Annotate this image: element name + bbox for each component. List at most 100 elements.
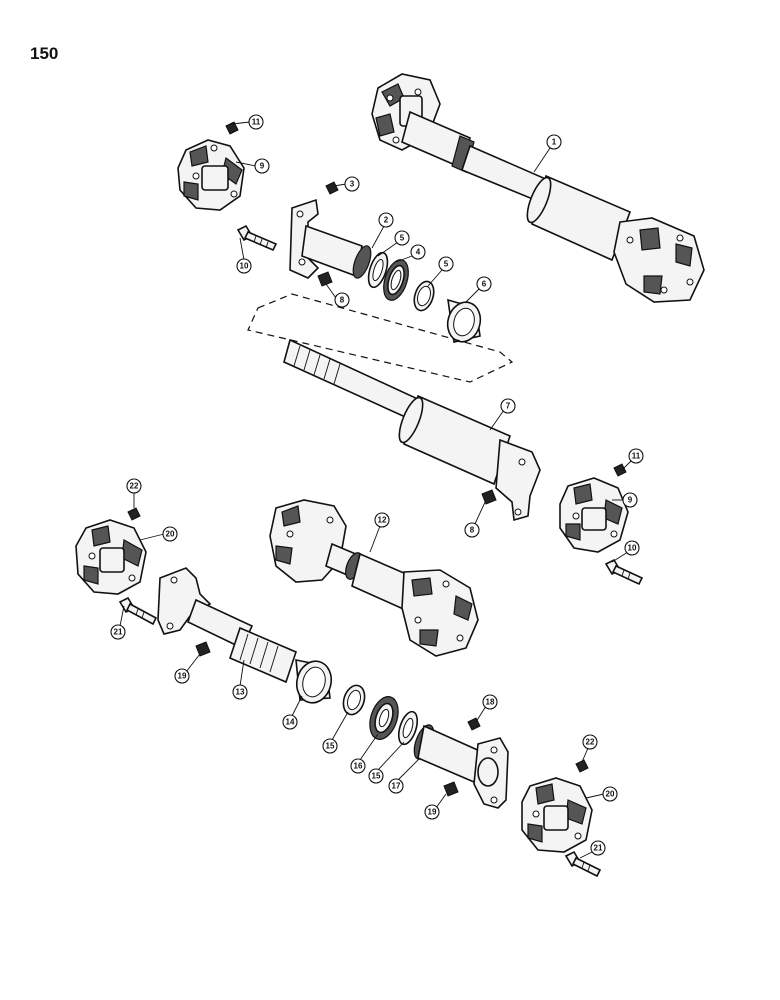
svg-text:21: 21 xyxy=(594,844,603,853)
callout-13: 13 xyxy=(232,684,248,700)
svg-text:14: 14 xyxy=(286,718,295,727)
callout-10-lower: 10 xyxy=(624,540,640,556)
callout-9-upper: 9 xyxy=(254,158,270,174)
callout-15-right: 15 xyxy=(368,768,384,784)
slip-yoke-2 xyxy=(289,198,372,279)
svg-text:3: 3 xyxy=(350,180,355,189)
svg-text:9: 9 xyxy=(628,496,633,505)
callout-3: 3 xyxy=(344,176,360,192)
callout-5-far: 5 xyxy=(438,256,454,272)
callout-12: 12 xyxy=(374,512,390,528)
bolt-21-left xyxy=(118,596,158,626)
svg-text:10: 10 xyxy=(628,544,637,553)
grease-fitting-18 xyxy=(467,717,481,731)
universal-joint-cross-9-lower xyxy=(559,477,629,553)
callout-7: 7 xyxy=(500,398,516,414)
grease-fitting-11-lower xyxy=(613,463,627,477)
callout-1: 1 xyxy=(546,134,562,150)
sleeve-6 xyxy=(446,298,482,343)
svg-text:22: 22 xyxy=(130,482,139,491)
svg-text:15: 15 xyxy=(372,772,381,781)
grease-fitting-22-left xyxy=(127,507,141,521)
callout-17: 17 xyxy=(388,778,404,794)
callout-14: 14 xyxy=(282,714,298,730)
svg-text:10: 10 xyxy=(240,262,249,271)
svg-text:4: 4 xyxy=(416,248,421,257)
svg-text:6: 6 xyxy=(482,280,487,289)
svg-text:19: 19 xyxy=(178,672,187,681)
svg-text:20: 20 xyxy=(166,530,175,539)
svg-text:2: 2 xyxy=(384,216,389,225)
seal-15-right xyxy=(397,710,419,746)
callout-18: 18 xyxy=(482,694,498,710)
callout-5-near: 5 xyxy=(394,230,410,246)
svg-text:19: 19 xyxy=(428,808,437,817)
grease-fitting-11-upper xyxy=(225,121,239,135)
drive-shaft-assembly-12 xyxy=(269,499,479,657)
washer-5-far xyxy=(413,280,435,312)
svg-text:18: 18 xyxy=(486,698,495,707)
bearing-16 xyxy=(369,696,399,740)
svg-text:12: 12 xyxy=(378,516,387,525)
callout-9-lower: 9 xyxy=(622,492,638,508)
washer-15-left xyxy=(342,684,366,716)
callout-11-upper: 11 xyxy=(248,114,264,130)
grease-fitting-3 xyxy=(325,181,339,195)
universal-joint-cross-20-right xyxy=(521,777,593,853)
grease-fitting-8-mid xyxy=(481,489,497,505)
callout-21-right: 21 xyxy=(590,840,606,856)
callout-20-left: 20 xyxy=(162,526,178,542)
svg-text:22: 22 xyxy=(586,738,595,747)
grease-fitting-8-upper xyxy=(317,271,333,287)
bolt-21-right xyxy=(564,850,602,878)
drive-shaft-assembly-1 xyxy=(371,73,705,303)
svg-text:11: 11 xyxy=(632,452,641,461)
sleeve-14 xyxy=(295,659,333,704)
callout-8-mid: 8 xyxy=(464,522,480,538)
svg-text:8: 8 xyxy=(470,526,475,535)
callout-15-left: 15 xyxy=(322,738,338,754)
svg-text:9: 9 xyxy=(260,162,265,171)
svg-text:17: 17 xyxy=(392,782,401,791)
splined-yoke-13 xyxy=(157,567,297,684)
svg-text:5: 5 xyxy=(444,260,449,269)
callout-11-lower: 11 xyxy=(628,448,644,464)
seal-5-near xyxy=(367,251,389,289)
svg-text:5: 5 xyxy=(400,234,405,243)
grease-fitting-19-left xyxy=(195,641,211,657)
callout-8-upper: 8 xyxy=(334,292,350,308)
svg-text:20: 20 xyxy=(606,790,615,799)
callout-2: 2 xyxy=(378,212,394,228)
grease-fitting-19-right xyxy=(443,781,459,797)
page-number: 150 xyxy=(30,44,59,63)
callout-22-right: 22 xyxy=(582,734,598,750)
callout-4: 4 xyxy=(410,244,426,260)
assembly-group-outline xyxy=(247,293,514,383)
svg-text:13: 13 xyxy=(236,688,245,697)
callout-16: 16 xyxy=(350,758,366,774)
callouts: 1 2 3 4 5 5 6 7 8 8 9 9 10 10 11 11 12 1… xyxy=(110,114,644,856)
universal-joint-cross-20-left xyxy=(75,519,147,595)
splined-shaft-7 xyxy=(283,338,541,522)
callout-10-upper: 10 xyxy=(236,258,252,274)
slip-yoke-17 xyxy=(413,724,509,809)
svg-text:8: 8 xyxy=(340,296,345,305)
leader-lines xyxy=(119,121,633,859)
callout-20-right: 20 xyxy=(602,786,618,802)
bolt-10-lower xyxy=(604,558,644,586)
svg-text:21: 21 xyxy=(114,628,123,637)
bolt-10-upper xyxy=(236,224,278,252)
grease-fitting-22-right xyxy=(575,759,589,773)
svg-text:15: 15 xyxy=(326,742,335,751)
callout-19-right: 19 xyxy=(424,804,440,820)
svg-text:16: 16 xyxy=(354,762,363,771)
callout-19-left: 19 xyxy=(174,668,190,684)
svg-text:7: 7 xyxy=(506,402,511,411)
universal-joint-cross-9-upper xyxy=(177,139,245,211)
callout-21-left: 21 xyxy=(110,624,126,640)
callout-6: 6 xyxy=(476,276,492,292)
callout-22-left: 22 xyxy=(126,478,142,494)
svg-text:11: 11 xyxy=(252,118,261,127)
svg-text:1: 1 xyxy=(552,138,557,147)
